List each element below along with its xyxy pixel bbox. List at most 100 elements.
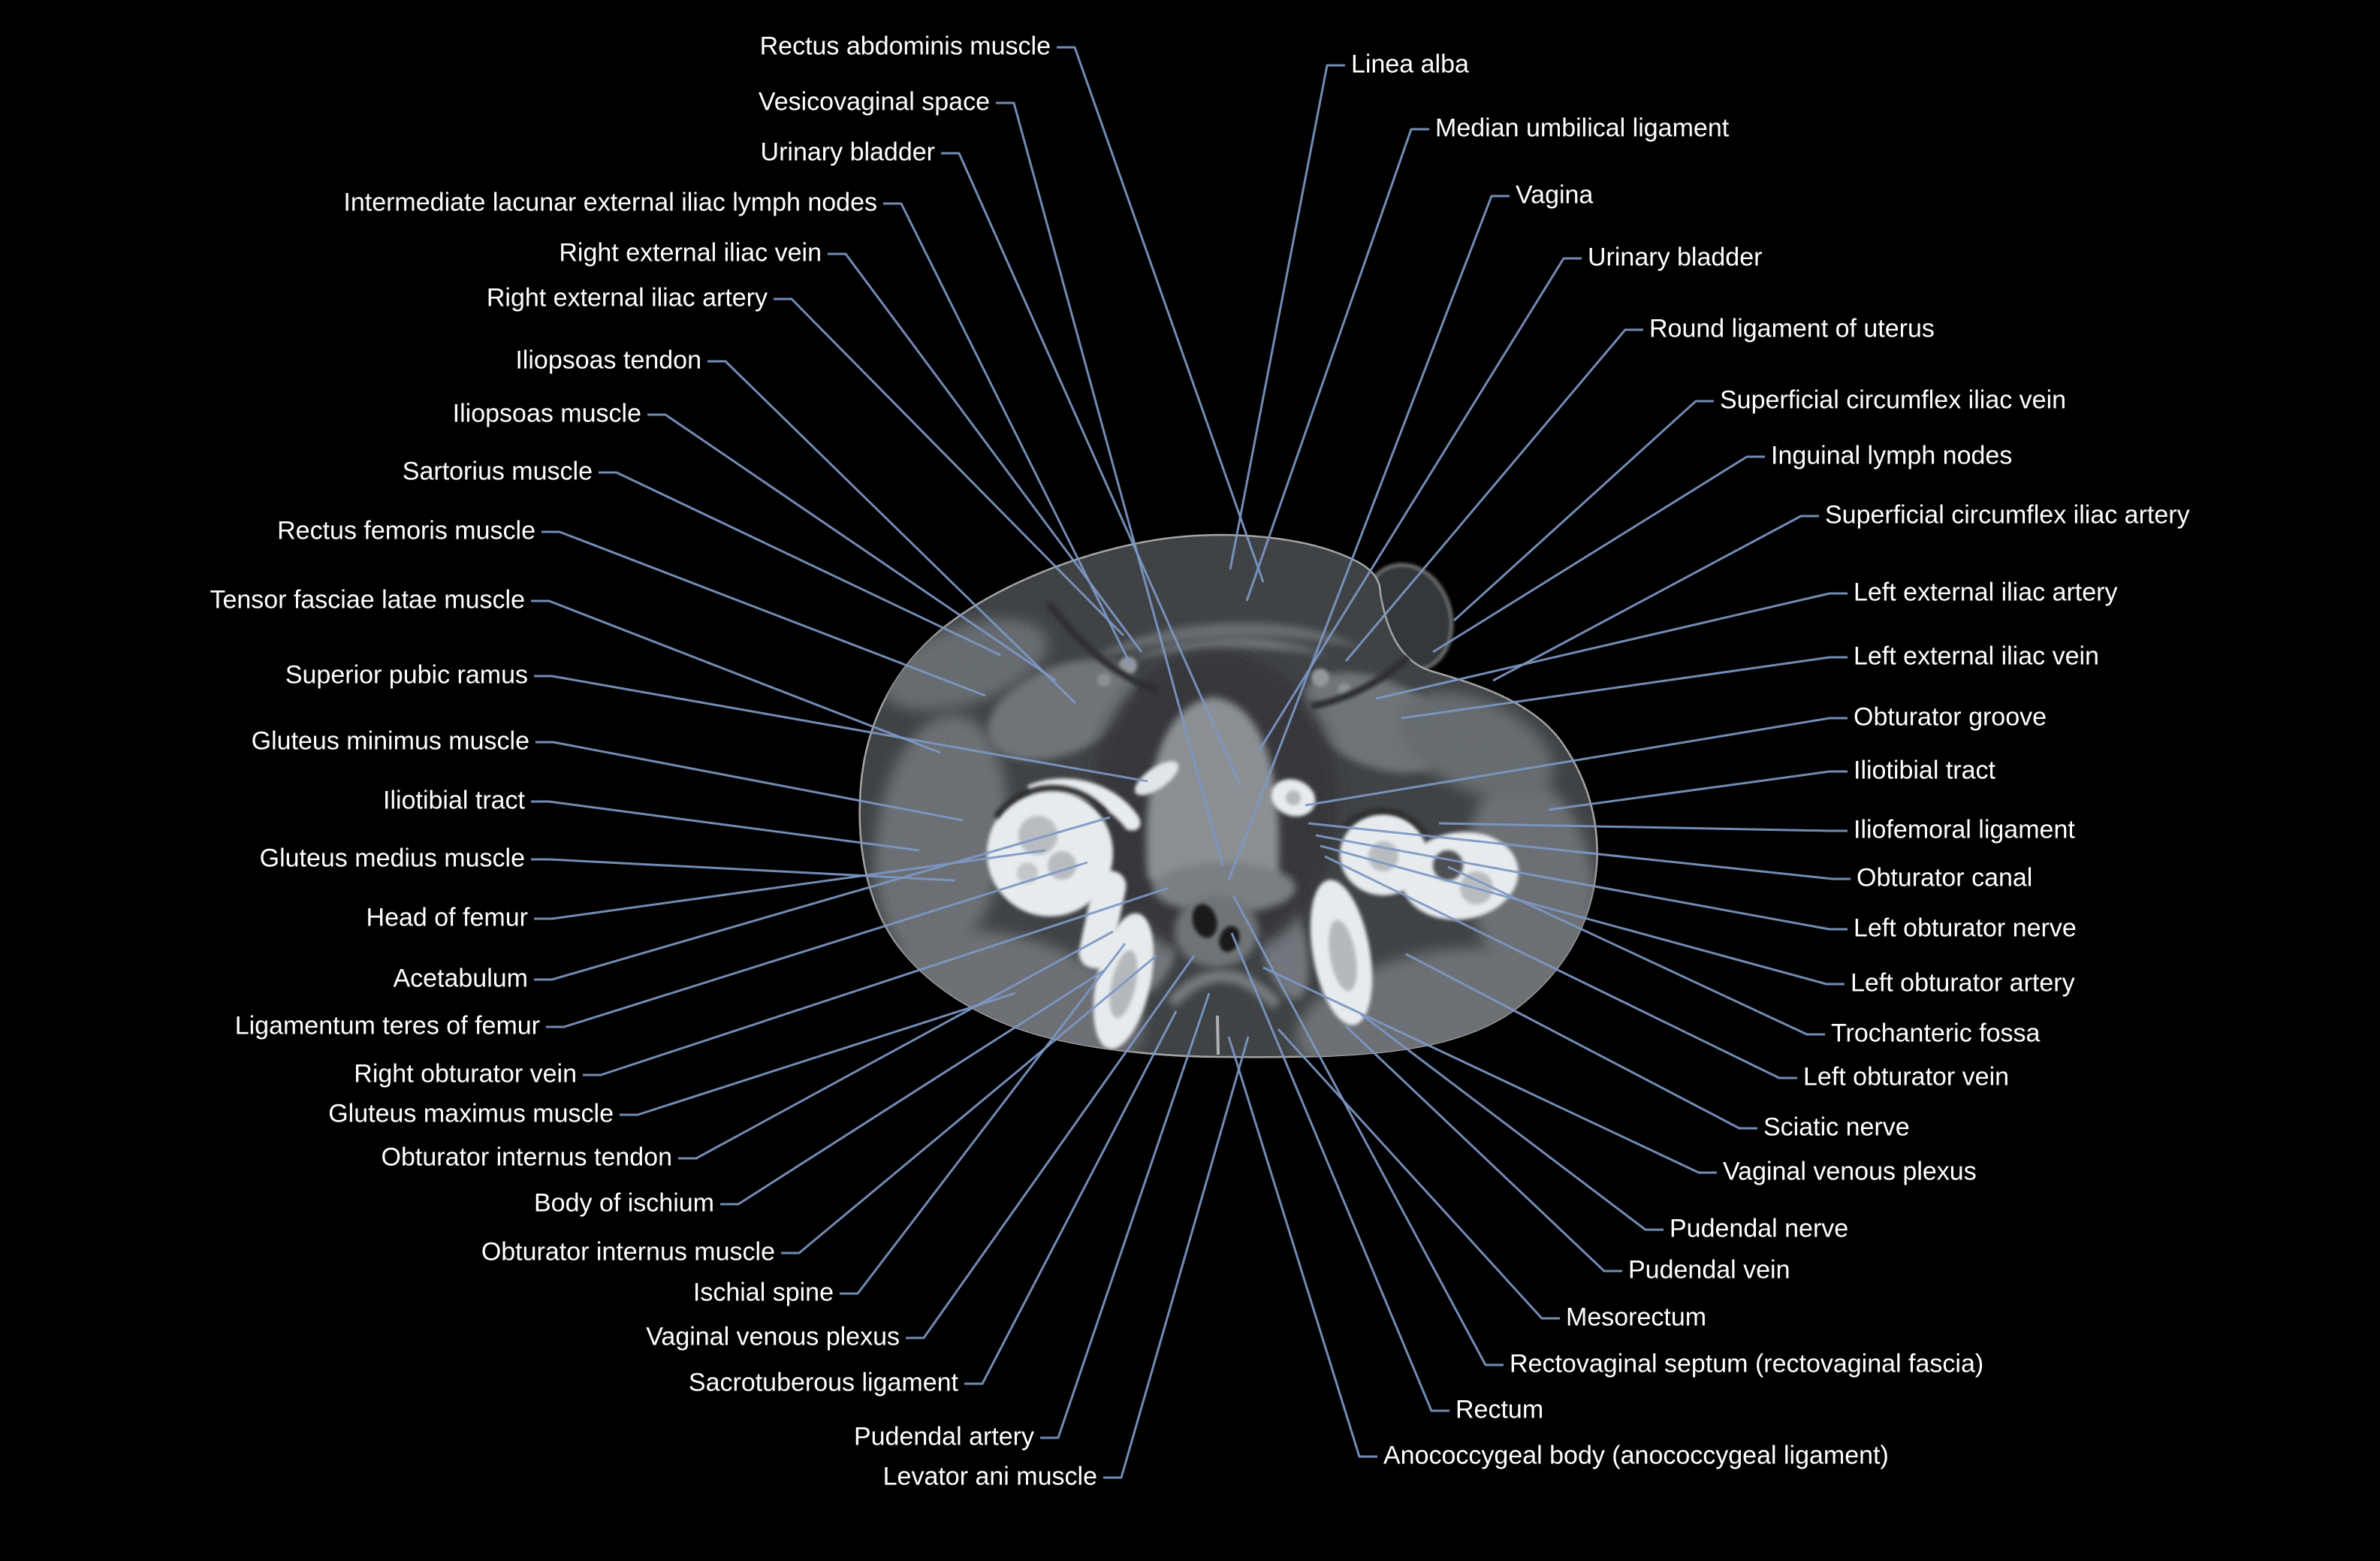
leader-line-right-2 [1227,195,1510,881]
anatomy-label-left-24: Vaginal venous plexus [646,1322,900,1351]
anatomy-label-right-16: Trochanteric fossa [1831,1019,2041,1048]
leader-line-left-25 [964,1010,1178,1385]
anatomy-label-left-27: Levator ani muscle [882,1462,1097,1491]
anatomy-label-left-4: Right external iliac vein [559,238,822,267]
anatomy-label-right-12: Iliofemoral ligament [1854,815,2075,844]
leader-line-left-24 [906,955,1196,1339]
leader-line-left-12 [535,741,964,822]
anatomy-label-right-5: Superficial circumflex iliac vein [1720,385,2067,415]
anatomy-label-left-0: Rectus abdominis muscle [759,32,1051,61]
anatomy-label-right-2: Vagina [1516,180,1594,210]
anatomy-label-left-14: Gluteus medius muscle [259,844,525,873]
leader-line-right-6 [1432,455,1765,654]
anatomy-label-right-17: Left obturator vein [1803,1062,2010,1091]
leader-line-left-1 [996,101,1224,866]
leader-line-right-19 [1262,966,1717,1174]
leader-line-right-24 [1230,932,1449,1412]
anatomy-label-right-11: Iliotibial tract [1854,756,1995,785]
anatomy-label-left-21: Body of ischium [534,1188,714,1218]
natal-cleft [1216,1015,1220,1055]
leader-line-right-7 [1492,515,1819,682]
leader-line-left-10 [531,599,941,754]
leader-line-right-5 [1452,400,1714,622]
leader-line-left-7 [647,413,1057,682]
leader-line-left-18 [583,886,1169,1076]
leader-line-right-3 [1257,257,1582,752]
anatomy-label-right-15: Left obturator artery [1851,968,2075,998]
anatomy-label-right-9: Left external iliac vein [1854,642,2099,671]
leader-line-left-17 [546,861,1088,1028]
leader-line-right-23 [1232,895,1504,1366]
ct-scan [858,533,1598,1058]
anatomy-label-right-21: Pudendal vein [1628,1255,1790,1285]
anatomy-label-right-0: Linea alba [1351,50,1469,79]
leader-line-left-11 [534,675,1148,783]
anatomy-label-left-10: Tensor fasciae latae muscle [210,585,525,614]
leader-line-left-5 [774,297,1125,637]
anatomy-label-left-19: Gluteus maximus muscle [328,1099,614,1128]
anatomy-label-right-20: Pudendal nerve [1670,1214,1849,1243]
leader-line-right-10 [1305,717,1848,807]
anatomy-label-right-7: Superficial circumflex iliac artery [1825,500,2190,530]
anatomy-label-left-23: Ischial spine [692,1278,834,1307]
anatomy-label-right-4: Round ligament of uterus [1649,314,1935,343]
anatomy-label-left-26: Pudendal artery [853,1422,1034,1451]
leader-line-right-0 [1229,64,1345,570]
leader-line-left-4 [828,252,1143,653]
anatomy-label-left-13: Iliotibial tract [383,786,525,815]
leader-line-left-19 [620,992,1016,1116]
leader-line-right-21 [1344,1025,1622,1273]
leader-line-left-2 [941,152,1242,787]
anatomy-label-right-13: Obturator canal [1857,863,2033,892]
leader-line-right-22 [1277,1028,1560,1320]
anatomy-label-left-22: Obturator internus muscle [481,1237,775,1267]
leader-line-left-3 [883,202,1133,666]
anatomy-label-left-2: Urinary bladder [760,137,935,167]
leader-line-right-15 [1320,844,1845,986]
anatomy-label-right-18: Sciatic nerve [1763,1113,1910,1142]
leader-line-left-23 [840,943,1127,1295]
anatomy-label-left-12: Gluteus minimus muscle [251,726,529,756]
leader-line-right-16 [1447,865,1825,1036]
anatomy-label-right-24: Rectum [1455,1395,1544,1424]
anatomy-label-left-16: Acetabulum [393,964,528,993]
leader-line-right-13 [1308,822,1851,880]
leader-line-right-8 [1375,592,1848,700]
anatomy-label-left-7: Iliopsoas muscle [452,399,641,428]
leader-line-right-14 [1315,834,1848,931]
leader-line-left-8 [599,471,1001,657]
anatomy-label-right-1: Median umbilical ligament [1435,113,1730,143]
anatomy-label-left-5: Right external iliac artery [486,283,768,313]
anatomy-label-left-9: Rectus femoris muscle [277,516,535,545]
anatomy-label-right-22: Mesorectum [1566,1303,1707,1332]
anatomy-label-left-15: Head of femur [366,903,528,932]
anatomy-label-right-23: Rectovaginal septum (rectovaginal fascia… [1510,1349,1984,1378]
anatomy-label-right-8: Left external iliac artery [1854,578,2118,607]
leader-line-left-15 [534,849,1046,920]
leader-line-right-12 [1438,822,1848,832]
leader-line-left-16 [534,816,1111,981]
leader-line-left-14 [531,858,956,882]
anatomy-label-right-3: Urinary bladder [1588,243,1763,272]
anatomy-label-right-19: Vaginal venous plexus [1723,1157,1977,1186]
leader-line-right-20 [1360,1013,1664,1231]
anatomy-label-left-18: Right obturator vein [354,1059,577,1088]
leader-line-left-0 [1057,46,1265,583]
leader-line-left-22 [781,954,1157,1255]
anatomy-label-left-25: Sacrotuberous ligament [688,1368,958,1397]
anatomy-label-left-20: Obturator internus tendon [381,1143,672,1172]
leader-line-right-11 [1548,770,1848,811]
leader-line-right-4 [1344,328,1643,662]
leader-line-right-1 [1245,128,1429,602]
leader-line-right-9 [1401,656,1848,720]
anatomy-label-left-11: Superior pubic ramus [285,660,528,690]
leader-line-left-20 [678,930,1114,1160]
anatomy-label-left-1: Vesicovaginal space [758,87,990,116]
anatomy-label-left-8: Sartorius muscle [402,457,593,486]
leader-line-right-17 [1324,855,1797,1079]
anatomy-label-right-14: Left obturator nerve [1854,913,2077,943]
anatomy-label-right-10: Obturator groove [1854,702,2047,732]
